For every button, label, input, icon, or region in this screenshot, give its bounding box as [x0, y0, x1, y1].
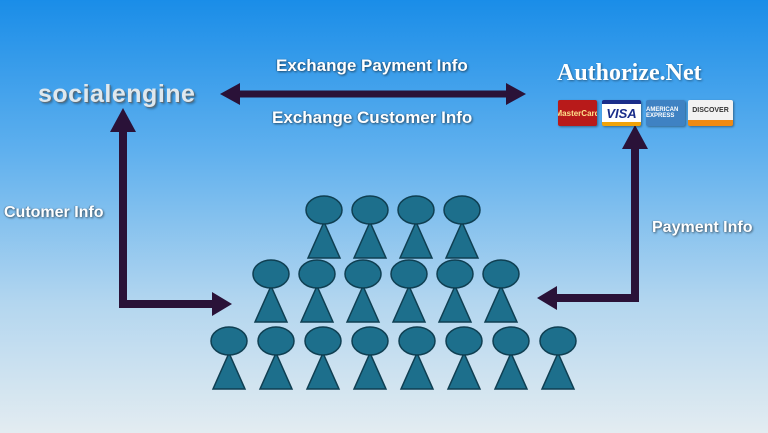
person-icon — [539, 326, 577, 390]
person-head — [351, 195, 389, 225]
payment-info-arrow — [537, 125, 648, 310]
person-head — [436, 259, 474, 289]
authorize-net-logo: Authorize.Net — [557, 60, 702, 86]
exchange-arrow — [220, 83, 526, 105]
person-head — [482, 259, 520, 289]
person-body — [493, 351, 529, 390]
person-head — [257, 326, 295, 356]
person-icon — [445, 326, 483, 390]
person-body — [299, 284, 335, 323]
amex-icon: AMERICAN EXPRESS — [646, 100, 685, 126]
person-head — [252, 259, 290, 289]
person-body — [345, 284, 381, 323]
person-head — [492, 326, 530, 356]
person-head — [390, 259, 428, 289]
person-body — [352, 220, 388, 259]
payment-info-label: Payment Info — [652, 219, 753, 236]
exchange-customer-label: Exchange Customer Info — [272, 108, 473, 127]
person-icon — [390, 259, 428, 323]
person-head — [397, 195, 435, 225]
person-body — [305, 351, 341, 390]
person-icon — [398, 326, 436, 390]
customer-info-arrow — [110, 108, 232, 316]
person-icon — [298, 259, 336, 323]
person-icon — [210, 326, 248, 390]
discover-icon: DISCOVER — [688, 100, 733, 126]
person-head — [344, 259, 382, 289]
customer-crowd — [210, 195, 577, 390]
person-body — [258, 351, 294, 390]
person-body — [444, 220, 480, 259]
person-icon — [304, 326, 342, 390]
person-body — [398, 220, 434, 259]
person-body — [391, 284, 427, 323]
person-body — [483, 284, 519, 323]
person-body — [437, 284, 473, 323]
mastercard-icon: MasterCard — [558, 100, 597, 126]
person-head — [304, 326, 342, 356]
person-body — [253, 284, 289, 323]
person-icon — [257, 326, 295, 390]
exchange-payment-label: Exchange Payment Info — [276, 56, 468, 75]
person-icon — [443, 195, 481, 259]
person-icon — [344, 259, 382, 323]
visa-icon: VISA — [602, 100, 641, 126]
person-head — [298, 259, 336, 289]
person-icon — [492, 326, 530, 390]
person-head — [351, 326, 389, 356]
person-body — [306, 220, 342, 259]
person-head — [305, 195, 343, 225]
socialengine-logo: socialengine — [38, 80, 196, 108]
person-head — [539, 326, 577, 356]
person-icon — [482, 259, 520, 323]
person-icon — [397, 195, 435, 259]
person-icon — [351, 326, 389, 390]
customer-info-label: Cutomer Info — [4, 204, 104, 221]
person-head — [443, 195, 481, 225]
person-icon — [305, 195, 343, 259]
person-icon — [436, 259, 474, 323]
person-body — [352, 351, 388, 390]
person-icon — [351, 195, 389, 259]
person-body — [540, 351, 576, 390]
person-body — [211, 351, 247, 390]
person-head — [210, 326, 248, 356]
person-head — [398, 326, 436, 356]
person-body — [399, 351, 435, 390]
person-body — [446, 351, 482, 390]
person-head — [445, 326, 483, 356]
person-icon — [252, 259, 290, 323]
